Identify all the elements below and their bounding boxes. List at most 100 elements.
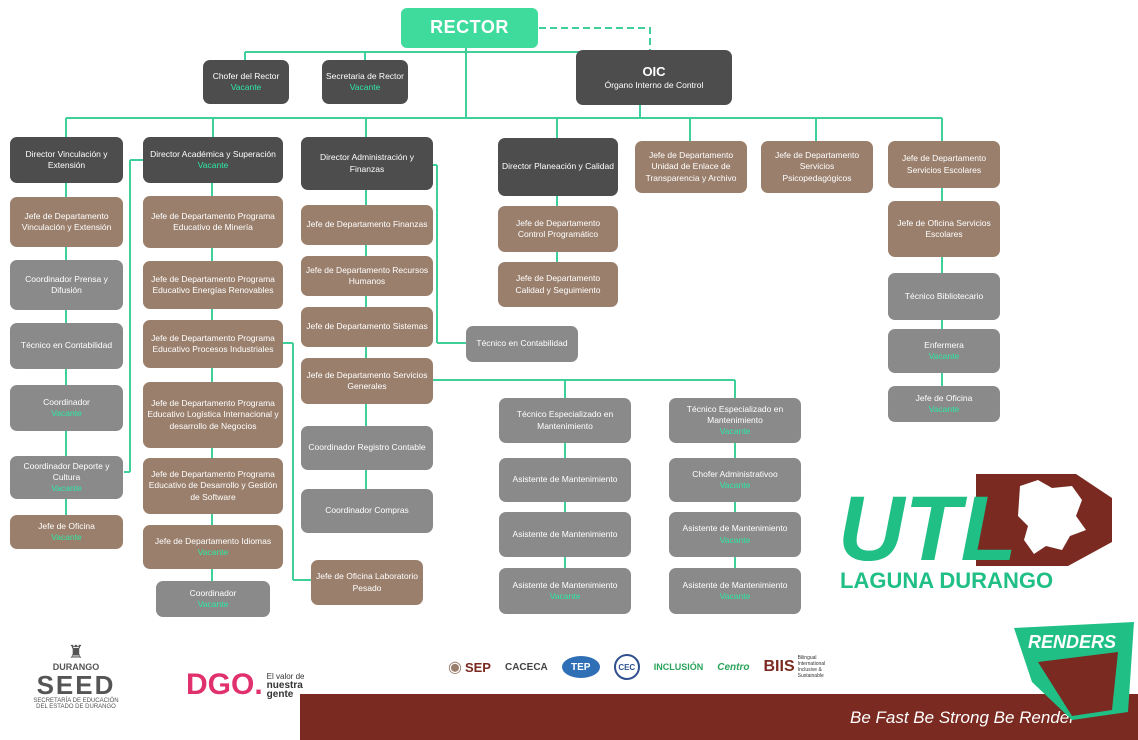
jefe-servicios-escolares-box: Jefe de Departamento Servicios Escolares	[888, 141, 1000, 188]
director-vinculacion-box: Director Vinculación y Extensión	[10, 137, 123, 183]
box-title: Coordinador Registro Contable	[308, 442, 426, 453]
dgo-name: DGO.	[186, 668, 263, 701]
asistente-mantenimiento-box: Asistente de Mantenimiento	[499, 458, 631, 502]
sep-logo: ◉SEP	[448, 657, 491, 677]
vacancy-status: Vacante	[51, 408, 82, 418]
inclusion-logo: INCLUSIÓN	[653, 662, 704, 672]
renders-graphic: RENDERS	[1014, 622, 1134, 720]
dgo-tag2: nuestra	[266, 679, 303, 691]
vacancy-status: Vacante	[51, 532, 82, 542]
seed-sub2: DEL ESTADO DE DURANGO	[36, 704, 116, 710]
jefe-procesos-box: Jefe de Departamento Programa Educativo …	[143, 320, 283, 368]
renders-logo: RENDERS	[1008, 622, 1136, 722]
box-title: Jefe de Oficina Laboratorio Pesado	[315, 571, 419, 593]
seed-logo: ♜ DURANGO SEED SECRETARÍA DE EDUCACIÓN D…	[28, 642, 124, 710]
box-title: Técnico Especializado en Mantenimiento	[686, 403, 784, 425]
dgo-logo: DGO. El valor de nuestra gente	[186, 668, 304, 702]
box-title: Jefe de Departamento Programa Educativo …	[151, 332, 275, 354]
box-title: Coordinador Deporte y Cultura	[23, 460, 110, 482]
box-title: Jefe de Oficina	[38, 520, 95, 531]
jefe-software-box: Jefe de Departamento Programa Educativo …	[143, 458, 283, 514]
jefe-rh-box: Jefe de Departamento Recursos Humanos	[301, 256, 433, 296]
box-title: Enfermera	[924, 339, 964, 350]
crest-icon: ♜	[67, 642, 85, 662]
rector-box: RECTOR	[401, 8, 538, 48]
jefe-mineria-box: Jefe de Departamento Programa Educativo …	[143, 196, 283, 248]
seed-state: DURANGO	[52, 662, 100, 672]
slogan-text: Be Fast Be Strong Be Render	[850, 708, 1075, 727]
director-title: Director Administración y Finanzas	[319, 152, 414, 174]
box-title: Jefe de Departamento Finanzas	[306, 219, 428, 230]
vacancy-status: Vacante	[719, 480, 751, 490]
vacancy-status: Vacante	[719, 534, 751, 545]
director-administracion-box: Director Administración y Finanzas	[301, 137, 433, 190]
box-title: Jefe de Departamento Servicios Psicopeda…	[774, 150, 860, 183]
box-title: Asistente de Mantenimiento	[682, 579, 788, 590]
seed-sub1: SECRETARÍA DE EDUCACIÓN	[33, 698, 119, 704]
box-title: Coordinador Prensa y Difusión	[25, 273, 108, 295]
asistente-mantenimiento-box: Asistente de Mantenimiento	[499, 512, 631, 557]
box-title: Jefe de Departamento Vinculación y Exten…	[21, 210, 112, 232]
renders-text: RENDERS	[1028, 632, 1116, 652]
footer-band	[300, 694, 1138, 740]
dgo-tagline: El valor de nuestra gente	[266, 671, 305, 700]
vacancy-status: Vacante	[719, 591, 751, 601]
jefe-calidad-box: Jefe de Departamento Calidad y Seguimien…	[498, 262, 618, 307]
vacancy-status: Vacante	[719, 426, 751, 437]
vacancy-status: Vacante	[197, 547, 229, 557]
box-title: Jefe de Departamento Programa Educativo …	[151, 273, 275, 295]
jefe-finanzas-box: Jefe de Departamento Finanzas	[301, 205, 433, 245]
box-title: Asistente de Mantenimiento	[512, 474, 618, 485]
box-title: Chofer Administrativoo	[692, 468, 778, 479]
rector-label: RECTOR	[430, 17, 509, 38]
vacancy-status: Vacante	[197, 160, 229, 170]
director-planeacion-box: Director Planeación y Calidad	[498, 138, 618, 196]
jefe-control-box: Jefe de Departamento Control Programátic…	[498, 206, 618, 252]
box-title: Coordinador	[43, 396, 90, 407]
utl-text: UTL	[838, 478, 1017, 580]
secretaria-title: Secretaria de Rector	[326, 70, 404, 81]
box-title: Técnico en Contabilidad	[476, 338, 568, 349]
box-title: Técnico Bibliotecario	[904, 290, 984, 301]
jefe-vinculacion-box: Jefe de Departamento Vinculación y Exten…	[10, 197, 123, 247]
jefe-servicios-generales-box: Jefe de Departamento Servicios Generales	[301, 358, 433, 404]
box-title: Técnico en Contabilidad	[20, 340, 113, 351]
box-title: Asistente de Mantenimiento	[512, 579, 618, 590]
jefe-oficina-escolares-box: Jefe de Oficina Servicios Escolares	[888, 201, 1000, 257]
tecnico-contabilidad-admin-box: Técnico en Contabilidad	[466, 326, 578, 362]
vacancy-status: Vacante	[230, 82, 262, 92]
box-title: Jefe de Departamento Programa Educativo …	[147, 398, 279, 431]
jefe-energias-box: Jefe de Departamento Programa Educativo …	[143, 261, 283, 309]
box-title: Coordinador	[189, 587, 237, 598]
vacancy-status: Vacante	[349, 82, 381, 92]
dgo-tag1: El valor de	[266, 671, 305, 681]
box-title: Jefe de Departamento Programa Educativo …	[151, 210, 275, 232]
box-title: Jefe de Departamento Unidad de Enlace de…	[645, 150, 737, 183]
centro-logo: Centro	[717, 661, 750, 673]
jefe-enlace-box: Jefe de Departamento Unidad de Enlace de…	[635, 141, 747, 193]
tecnico-contabilidad-box: Técnico en Contabilidad	[10, 323, 123, 369]
jefe-psicopedagogicos-box: Jefe de Departamento Servicios Psicopeda…	[761, 141, 873, 193]
director-title: Director Vinculación y Extensión	[25, 148, 108, 170]
jefe-logistica-box: Jefe de Departamento Programa Educativo …	[143, 382, 283, 448]
box-title: Jefe de Departamento Servicios Generales	[306, 369, 428, 391]
coordinador-compras-box: Coordinador Compras	[301, 489, 433, 533]
tep-logo: TEP	[561, 656, 600, 678]
cec-logo: CEC	[613, 654, 640, 680]
partner-logos: ◉SEP CACECA TEP CEC INCLUSIÓN Centro BII…	[448, 652, 978, 682]
seal-icon: ◉	[448, 659, 462, 676]
vacancy-status: Vacante	[928, 404, 960, 414]
vacancy-status: Vacante	[197, 599, 229, 609]
